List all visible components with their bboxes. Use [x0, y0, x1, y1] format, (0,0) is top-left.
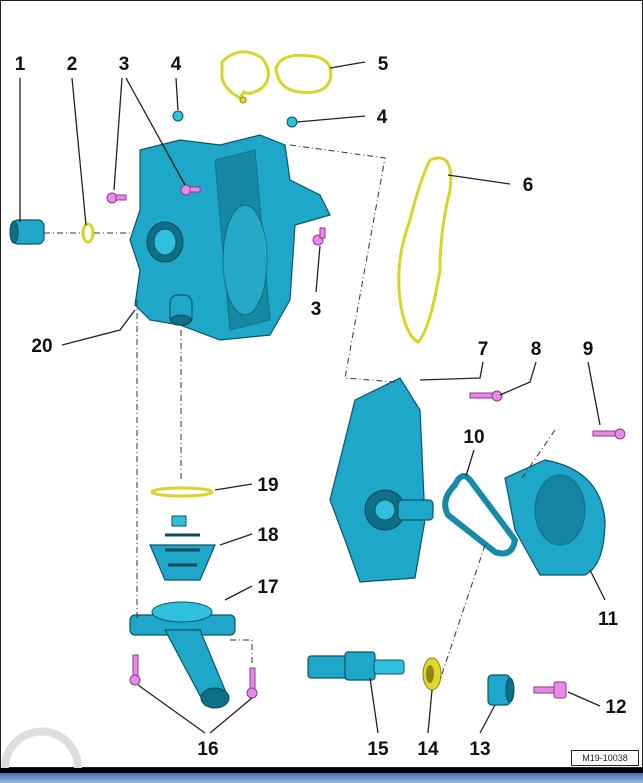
part-1-pipe: [9, 219, 45, 245]
callout-3: 3: [119, 54, 130, 75]
callout-12: 12: [605, 697, 626, 718]
part-4-sleeve: [172, 110, 184, 122]
callout-14: 14: [417, 739, 439, 760]
part-7-coolant-pump: [329, 377, 434, 583]
part-3-bolt: [180, 184, 201, 196]
callout-4: 4: [377, 107, 388, 128]
callout-2: 2: [67, 54, 78, 75]
callout-6: 6: [523, 175, 534, 196]
part-3-bolt: [312, 227, 326, 246]
callout-5: 5: [378, 54, 389, 75]
part-13-gear: [487, 674, 515, 706]
part-18-thermostat: [149, 515, 216, 581]
part-2-o-ring: [81, 222, 95, 244]
part-4-sleeve: [286, 116, 298, 128]
part-10-toothed-belt: [442, 473, 519, 557]
document-id-label: M19-10038: [571, 750, 639, 766]
part-15-temperature-sender: [307, 651, 405, 681]
part-6-gasket: [397, 156, 453, 344]
callout-15: 15: [367, 739, 389, 760]
callout-3: 3: [311, 299, 322, 320]
part-11-belt-cover: [504, 459, 606, 576]
part-8-bolt: [469, 390, 503, 402]
part-12-bolt: [533, 681, 567, 699]
callout-20: 20: [31, 336, 52, 357]
loading-spinner-icon: [1, 727, 82, 769]
callout-8: 8: [531, 339, 542, 360]
part-14-seal: [422, 657, 442, 691]
part-20-housing: [129, 134, 331, 341]
part-3-bolt: [106, 192, 127, 204]
callout-16: 16: [197, 739, 218, 760]
part-19-o-ring: [150, 486, 214, 498]
callout-9: 9: [583, 339, 594, 360]
callout-17: 17: [257, 577, 278, 598]
callout-10: 10: [463, 427, 484, 448]
callout-4: 4: [171, 54, 182, 75]
callout-11: 11: [598, 609, 619, 630]
callout-13: 13: [469, 739, 490, 760]
callout-18: 18: [257, 525, 278, 546]
part-5-gasket: [220, 50, 333, 104]
callout-19: 19: [257, 475, 278, 496]
part-17-connecting-piece: [129, 601, 236, 709]
callout-7: 7: [478, 339, 489, 360]
callout-1: 1: [15, 54, 26, 75]
taskbar: [0, 768, 643, 783]
part-16-bolt: [246, 667, 258, 699]
part-9-bolt: [592, 428, 626, 440]
part-16-bolt: [129, 654, 141, 686]
